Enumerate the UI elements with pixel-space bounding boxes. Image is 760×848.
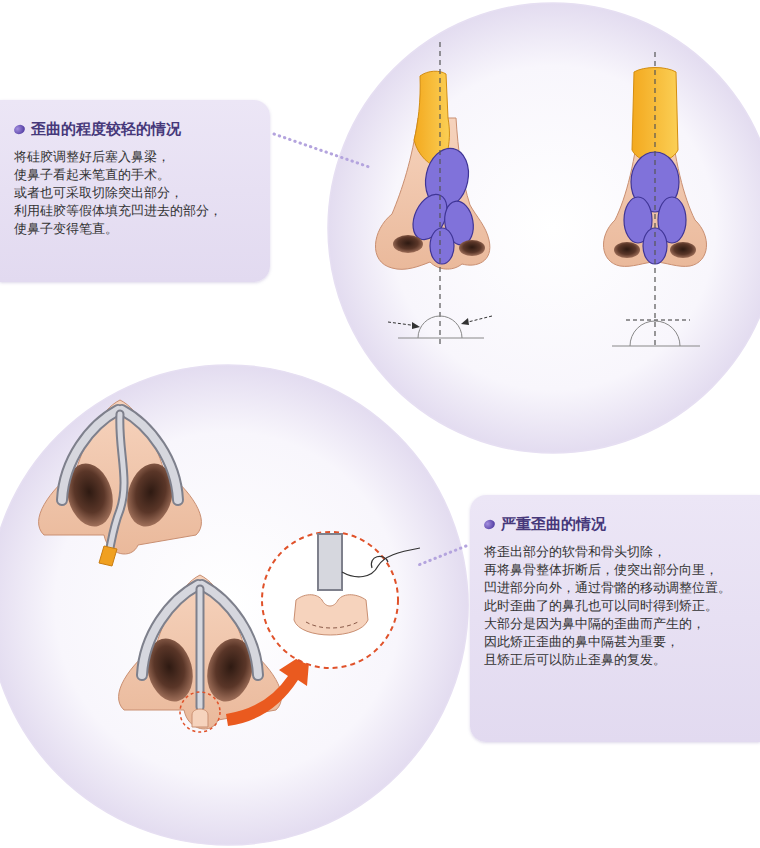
crooked-nose — [375, 42, 492, 345]
thread — [342, 548, 420, 577]
callout-body: 将歪出部分的软骨和骨头切除， 再将鼻骨整体折断后，使突出部分向里， 凹进部分向外… — [484, 543, 738, 669]
septum-outline — [110, 414, 124, 548]
callout-body: 将硅胶调整好后塞入鼻梁， 使鼻子看起来笔直的手术。 或者也可采取切除突出部分， … — [14, 148, 235, 238]
leader-dots — [416, 546, 466, 566]
backdrop-circle — [328, 3, 760, 453]
midline — [439, 42, 440, 345]
septum — [198, 589, 203, 707]
angle-arc — [630, 321, 680, 346]
bullet-dot — [483, 518, 496, 530]
septum-tip — [99, 546, 117, 566]
backdrop-circle — [0, 365, 468, 845]
callout-heading: 严重歪曲的情况 — [501, 515, 606, 534]
straight-nose — [604, 52, 707, 346]
nose-skin — [39, 400, 202, 554]
angle-arc — [418, 316, 462, 338]
zoom-circle — [262, 532, 398, 668]
nostril — [614, 242, 640, 258]
callout-heading: 歪曲的程度较轻的情况 — [31, 120, 181, 139]
arrow-head — [461, 318, 469, 325]
focus-circle — [180, 692, 220, 732]
zoom-detail — [262, 532, 420, 668]
callout-box: 歪曲的程度较轻的情况将硅胶调整好后塞入鼻梁， 使鼻子看起来笔直的手术。 或者也可… — [0, 100, 270, 282]
needle-loop — [371, 556, 388, 568]
septum — [318, 534, 342, 590]
nostril — [393, 235, 423, 253]
zoom-arrow — [226, 650, 310, 726]
arrow-head — [412, 322, 420, 329]
cartilage — [430, 228, 454, 264]
columella — [192, 709, 208, 727]
base-line — [612, 346, 700, 347]
septum — [110, 414, 124, 548]
midline — [654, 52, 655, 346]
nostril — [459, 240, 485, 256]
leader-dots — [274, 134, 372, 168]
cartilage — [294, 595, 368, 635]
suture-line — [306, 622, 358, 628]
nostril — [670, 242, 696, 258]
bullet-dot — [13, 123, 26, 135]
level-line — [626, 320, 690, 321]
heading-row: 歪曲的程度较轻的情况 — [14, 120, 258, 139]
septum-outline — [196, 589, 205, 707]
septum-nose — [39, 400, 202, 566]
base-line — [398, 338, 484, 339]
heading-row: 严重歪曲的情况 — [484, 515, 748, 534]
callout-box: 严重歪曲的情况将歪出部分的软骨和骨头切除， 再将鼻骨整体折断后，使突出部分向里，… — [470, 495, 760, 742]
